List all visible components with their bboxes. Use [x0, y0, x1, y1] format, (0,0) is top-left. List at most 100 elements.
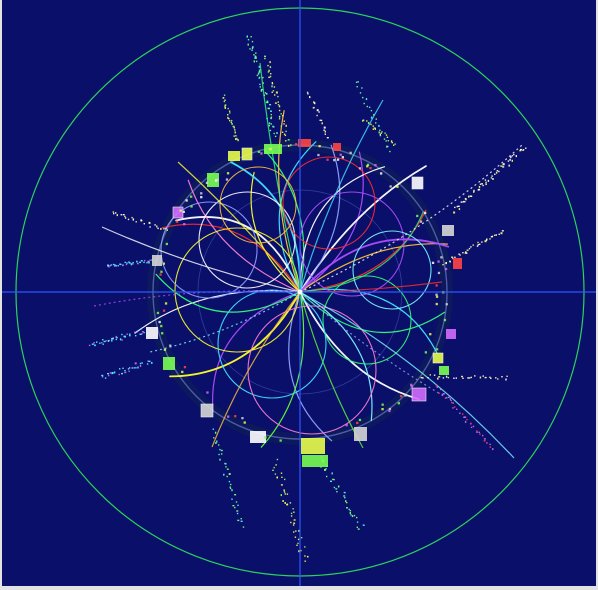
detector-hit — [272, 90, 275, 92]
detector-hit — [435, 384, 438, 387]
ring-hit — [295, 143, 298, 146]
detector-hit — [353, 514, 356, 517]
detector-hit — [236, 137, 238, 140]
detector-hit — [494, 173, 496, 175]
detector-hit — [251, 49, 253, 51]
ring-hit — [380, 172, 383, 175]
detector-hit — [482, 184, 484, 187]
ring-hit — [164, 302, 168, 305]
detector-hit — [266, 100, 269, 102]
ring-hit — [445, 303, 448, 306]
detector-hit — [455, 377, 457, 379]
detector-hit — [386, 136, 389, 138]
detector-hit — [229, 487, 232, 490]
detector-hit — [138, 261, 141, 263]
detector-hit — [122, 264, 124, 266]
detector-hit — [498, 233, 500, 235]
detector-hit — [96, 341, 98, 343]
detector-hit — [269, 66, 272, 69]
detector-hit — [137, 262, 139, 265]
detector-hit — [275, 91, 278, 94]
detector-hit — [255, 52, 257, 54]
detector-hit — [309, 96, 311, 99]
detector-hit — [296, 544, 298, 546]
calorimeter-deposit — [446, 329, 456, 339]
detector-hit — [464, 252, 467, 254]
detector-hit — [276, 458, 279, 461]
detector-hit — [437, 377, 439, 380]
detector-hit — [261, 88, 264, 91]
detector-hit — [508, 164, 510, 167]
detector-hit — [122, 367, 124, 369]
detector-hit — [515, 155, 517, 158]
calorimeter-deposit — [250, 431, 266, 443]
particle-track — [187, 179, 301, 293]
detector-hit — [487, 179, 490, 182]
calorimeter-deposit — [301, 438, 325, 454]
detector-hit — [129, 333, 131, 336]
detector-hit — [235, 135, 237, 137]
detector-hit — [478, 188, 481, 191]
detector-hit — [489, 446, 491, 448]
detector-hit — [122, 214, 125, 216]
hits-layer — [88, 35, 527, 562]
detector-hit — [229, 112, 231, 114]
detector-hit — [271, 82, 273, 84]
detector-hit — [264, 55, 266, 57]
ring-hit — [435, 284, 438, 287]
detector-hit — [421, 377, 424, 379]
detector-hit — [236, 512, 239, 515]
detector-hit — [232, 505, 235, 507]
calorimeter-deposit — [411, 176, 424, 190]
ring-hit — [429, 333, 432, 336]
detector-hit — [436, 385, 438, 388]
detector-hit — [263, 94, 265, 96]
detector-hit — [227, 114, 229, 116]
detector-hit — [227, 107, 229, 110]
detector-hit — [229, 486, 231, 488]
detector-hit — [99, 342, 101, 344]
detector-hit — [283, 133, 286, 135]
detector-hit — [236, 510, 239, 512]
detector-hit — [420, 376, 422, 379]
detector-hit — [316, 114, 318, 117]
detector-hit — [461, 375, 463, 378]
detector-hit — [247, 43, 249, 46]
detector-hit — [290, 512, 293, 515]
detector-hit — [135, 367, 137, 369]
detector-hit — [300, 549, 302, 552]
detector-hit — [268, 125, 270, 127]
detector-hit — [270, 123, 272, 125]
detector-hit — [233, 135, 235, 137]
detector-hit — [234, 131, 236, 134]
detector-hit — [280, 125, 282, 127]
calorimeter-deposit — [298, 139, 311, 147]
ring-hit — [162, 262, 165, 265]
detector-hit — [331, 472, 333, 475]
calorimeter-deposit — [228, 151, 240, 161]
ring-hit — [318, 145, 321, 148]
detector-hit — [118, 373, 120, 376]
detector-hit — [380, 132, 382, 134]
detector-hit — [228, 110, 231, 112]
detector-hit — [104, 377, 107, 379]
detector-hit — [130, 263, 133, 266]
detector-hit — [287, 139, 290, 141]
detector-hit — [313, 101, 315, 104]
ring-hit — [435, 295, 439, 298]
ring-hit — [158, 320, 161, 324]
detector-hit — [449, 398, 452, 400]
detector-hit — [141, 362, 143, 364]
detector-hit — [330, 480, 332, 482]
particle-track — [299, 291, 373, 422]
detector-hit — [275, 464, 277, 466]
detector-hit — [509, 158, 511, 161]
detector-hit — [484, 376, 487, 379]
detector-hit — [460, 201, 462, 203]
detector-hit — [501, 230, 504, 232]
detector-hit — [343, 495, 346, 497]
detector-hit — [165, 227, 167, 230]
detector-hit — [484, 240, 487, 243]
detector-hit — [268, 69, 270, 72]
detector-hit — [454, 206, 456, 209]
